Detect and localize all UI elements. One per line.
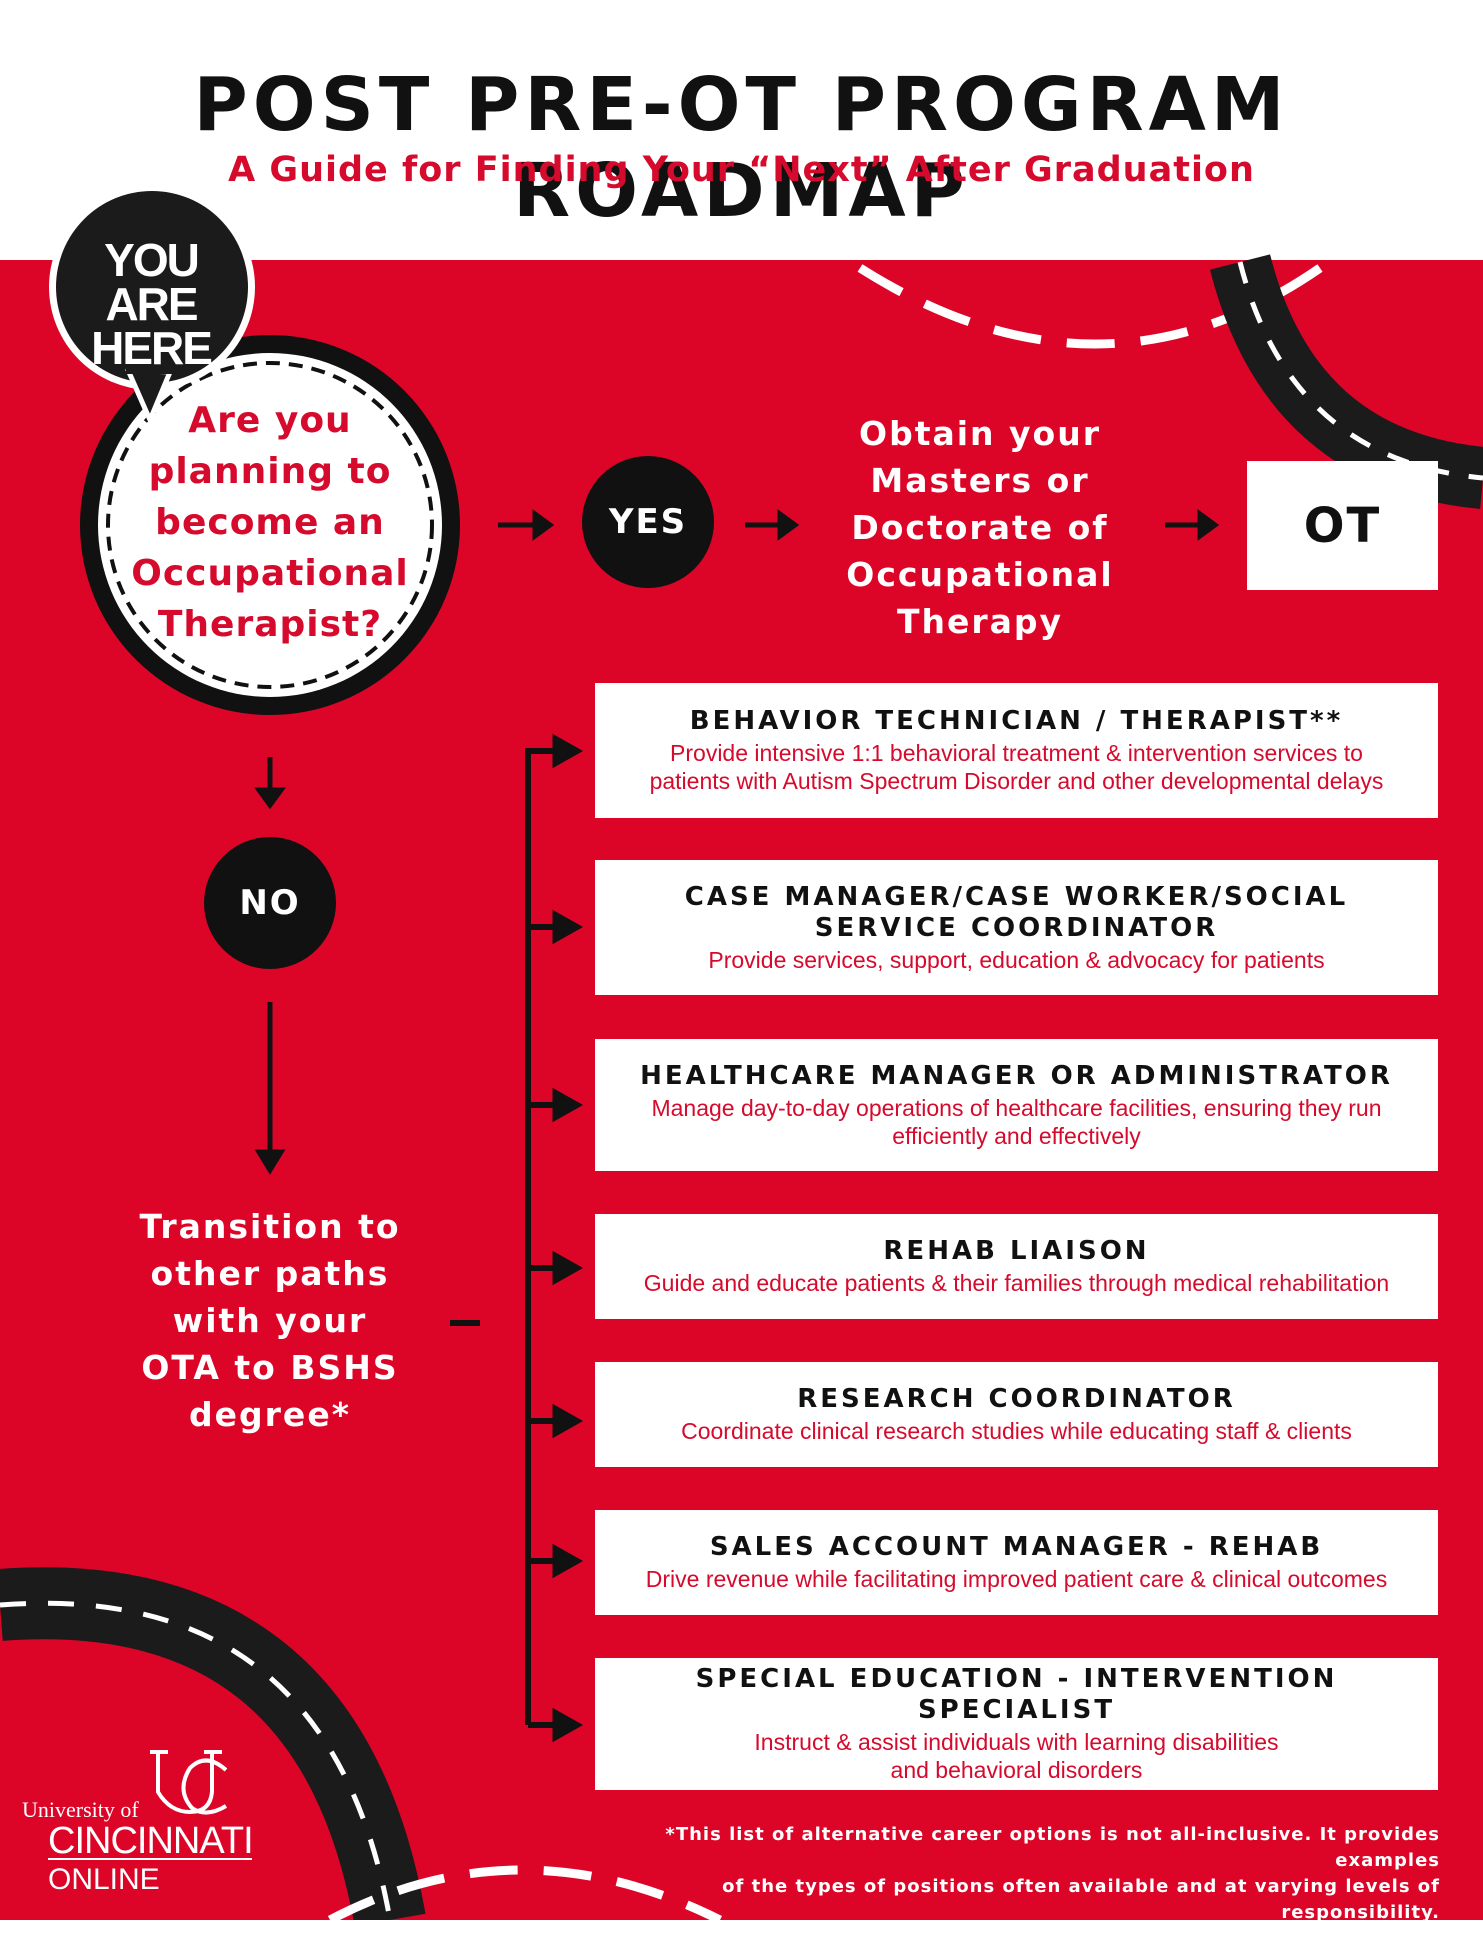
- footnote-line: *This list of alternative career options…: [665, 1824, 1440, 1871]
- career-title: CASE MANAGER/CASE WORKER/SOCIAL SERVICE …: [603, 882, 1430, 944]
- question-line: Are you: [188, 400, 352, 441]
- footnote-line: of the types of positions often availabl…: [722, 1876, 1440, 1923]
- you-are-here-label: YOU ARE HERE: [56, 234, 246, 374]
- career-description: Instruct & assist individuals with learn…: [603, 1728, 1430, 1784]
- career-description: Coordinate clinical research studies whi…: [681, 1418, 1352, 1444]
- no-circle: [204, 837, 336, 969]
- transition-line: other paths: [150, 1254, 390, 1293]
- yes-label: YES: [608, 502, 688, 542]
- uc-monogram-icon: [150, 1750, 228, 1815]
- logo-university-text: University of: [22, 1797, 139, 1822]
- degree-step-line: Occupational: [846, 555, 1114, 594]
- page-title: POST PRE-OT PROGRAM ROADMAP: [193, 62, 1290, 234]
- career-description-line: patients with Autism Spectrum Disorder a…: [649, 768, 1384, 794]
- career-description: Manage day-to-day operations of healthca…: [603, 1094, 1430, 1150]
- career-title: REHAB LIAISON: [883, 1236, 1150, 1266]
- degree-step-text: Obtain your Masters or Doctorate of Occu…: [820, 410, 1140, 645]
- career-title: BEHAVIOR TECHNICIAN / THERAPIST**: [689, 706, 1344, 736]
- career-description: Provide intensive 1:1 behavioral treatme…: [603, 739, 1430, 795]
- career-description-line: efficiently and effectively: [892, 1122, 1141, 1149]
- page-subtitle: A Guide for Finding Your “Next” After Gr…: [228, 150, 1255, 190]
- logo-online: ONLINE: [48, 1863, 160, 1896]
- flow-arrows: [254, 509, 1220, 1743]
- career-title-line: SERVICE COORDINATOR: [814, 912, 1219, 943]
- career-description-line: Manage day-to-day operations of healthca…: [651, 1094, 1382, 1121]
- degree-step-line: Doctorate of: [851, 508, 1109, 547]
- degree-step-line: Masters or: [870, 461, 1090, 500]
- career-title: SPECIAL EDUCATION - INTERVENTION SPECIAL…: [695, 1664, 1338, 1725]
- transition-line: Transition to: [139, 1207, 401, 1246]
- logo-name: CINCINNATI: [48, 1820, 254, 1862]
- question-line: planning to: [148, 451, 392, 492]
- career-description-line: Provide intensive 1:1 behavioral treatme…: [670, 740, 1363, 766]
- road-top-right: [1209, 254, 1483, 509]
- career-description-line: Instruct & assist individuals with learn…: [754, 1729, 1279, 1755]
- career-description-line: and behavioral disorders: [890, 1757, 1143, 1783]
- transition-line: degree*: [189, 1395, 351, 1434]
- question-line: Therapist?: [157, 604, 383, 645]
- career-description: Guide and educate patients & their famil…: [643, 1270, 1390, 1296]
- degree-step-line: Therapy: [896, 602, 1064, 641]
- transition-line: OTA to BSHS: [141, 1348, 399, 1387]
- yes-circle: [582, 456, 714, 588]
- career-description: Drive revenue while facilitating improve…: [645, 1566, 1388, 1592]
- career-card-behavior-technician: BEHAVIOR TECHNICIAN / THERAPIST** Provid…: [595, 683, 1438, 818]
- career-title-line: CASE MANAGER/CASE WORKER/SOCIAL: [684, 881, 1349, 912]
- footnote-line: **A master’s in applied behavior analysi…: [626, 1928, 1440, 1949]
- no-label: NO: [239, 883, 301, 923]
- ot-result-box: OT: [1247, 461, 1438, 590]
- career-title: RESEARCH COORDINATOR: [797, 1384, 1236, 1414]
- career-card-case-manager: CASE MANAGER/CASE WORKER/SOCIAL SERVICE …: [595, 860, 1438, 995]
- question-text: Are you planning to become an Occupation…: [120, 395, 420, 650]
- career-card-research-coordinator: RESEARCH COORDINATOR Coordinate clinical…: [595, 1362, 1438, 1467]
- career-card-healthcare-manager: HEALTHCARE MANAGER OR ADMINISTRATOR Mana…: [595, 1039, 1438, 1171]
- dashed-road-arc-top: [857, 264, 1323, 349]
- career-description: Provide services, support, education & a…: [708, 946, 1325, 973]
- transition-line: with your: [172, 1301, 368, 1340]
- degree-step-line: Obtain your: [859, 414, 1101, 453]
- career-card-sales-account-manager: SALES ACCOUNT MANAGER - REHAB Drive reve…: [595, 1510, 1438, 1615]
- career-title: HEALTHCARE MANAGER OR ADMINISTRATOR: [640, 1060, 1393, 1091]
- career-card-special-education: SPECIAL EDUCATION - INTERVENTION SPECIAL…: [595, 1658, 1438, 1790]
- question-circle-dashes: [106, 361, 434, 689]
- footnotes: *This list of alternative career options…: [595, 1822, 1440, 1952]
- question-circle: [98, 353, 442, 697]
- you-are-here-bubble: [56, 191, 248, 383]
- question-line: become an: [155, 502, 385, 543]
- you-are-here-line2: HERE: [91, 322, 213, 374]
- transition-text: Transition to other paths with your OTA …: [130, 1203, 410, 1438]
- career-card-rehab-liaison: REHAB LIAISON Guide and educate patients…: [595, 1214, 1438, 1319]
- road-bottom-left: [0, 1567, 426, 1920]
- question-line: Occupational: [131, 553, 409, 594]
- you-are-here-line1: YOU ARE: [104, 234, 200, 330]
- career-title: SALES ACCOUNT MANAGER - REHAB: [709, 1532, 1324, 1562]
